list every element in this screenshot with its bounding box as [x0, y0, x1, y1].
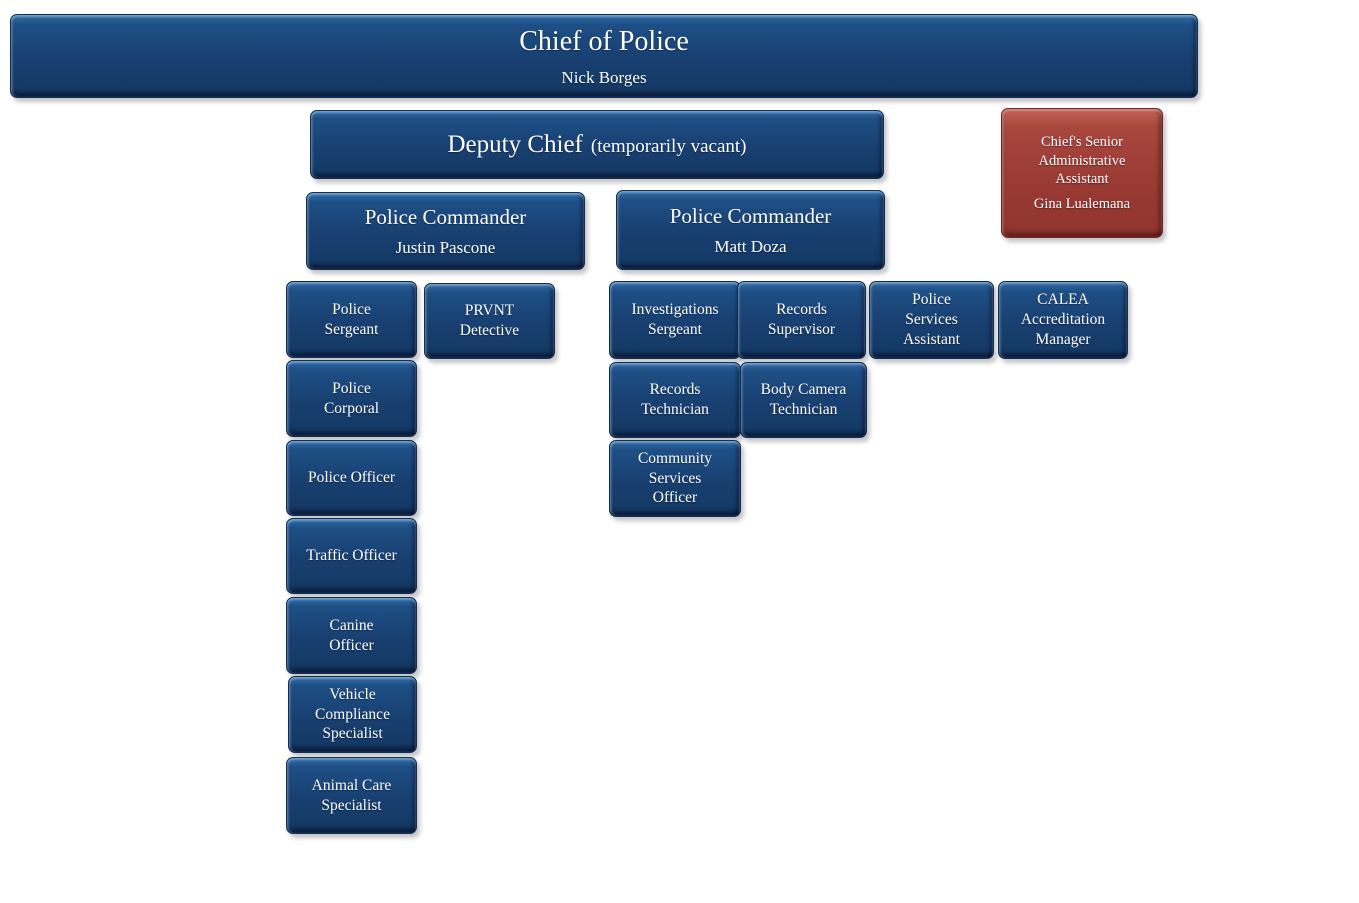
node-animal-care-specialist: Animal Care Specialist: [286, 757, 417, 834]
node-police-commander-doza: Police Commander Matt Doza: [616, 190, 885, 270]
node-police-officer: Police Officer: [286, 440, 417, 516]
node-title: CALEA Accreditation Manager: [1020, 291, 1106, 348]
node-title: Police Commander: [669, 204, 832, 229]
node-traffic-officer: Traffic Officer: [286, 518, 417, 594]
node-investigations-sergeant: Investigations Sergeant: [609, 281, 741, 359]
node-chiefs-senior-administrative-assistant: Chief's Senior Administrative Assistant …: [1001, 108, 1163, 238]
node-title: Chief of Police: [519, 25, 689, 57]
node-title: Body Camera Technician: [760, 381, 847, 418]
node-title: Chief's Senior Administrative Assistant: [1038, 134, 1126, 188]
node-name: Matt Doza: [714, 236, 787, 256]
node-community-services-officer: Community Services Officer: [609, 440, 741, 517]
node-vehicle-compliance-specialist: Vehicle Compliance Specialist: [288, 676, 417, 753]
node-police-corporal: Police Corporal: [286, 360, 417, 437]
node-title: Records Supervisor: [767, 301, 836, 338]
node-title: Deputy Chief: [447, 130, 583, 158]
node-title: Police Services Assistant: [903, 291, 960, 348]
node-title: Vehicle Compliance Specialist: [315, 685, 390, 743]
node-title: Police Officer: [307, 469, 396, 487]
node-title: Police Corporal: [323, 379, 380, 417]
node-police-services-assistant: Police Services Assistant: [869, 281, 994, 359]
node-prvnt-detective: PRVNT Detective: [424, 283, 555, 359]
node-records-supervisor: Records Supervisor: [737, 281, 866, 359]
node-name: Nick Borges: [561, 68, 647, 88]
node-title: Police Commander: [364, 205, 527, 230]
node-title: Community Services Officer: [637, 449, 713, 507]
node-records-technician: Records Technician: [609, 362, 741, 438]
node-title: Traffic Officer: [306, 547, 397, 565]
node-title: Investigations Sergeant: [631, 301, 719, 338]
node-title: Canine Officer: [329, 616, 374, 654]
node-chief-of-police: Chief of Police Nick Borges: [10, 14, 1198, 98]
node-calea-accreditation-manager: CALEA Accreditation Manager: [998, 281, 1128, 359]
node-police-sergeant: Police Sergeant: [286, 281, 417, 358]
node-title: Animal Care Specialist: [311, 776, 392, 814]
node-title: Police Sergeant: [324, 300, 379, 338]
node-name: Justin Pascone: [395, 237, 496, 257]
node-title: PRVNT Detective: [459, 302, 520, 339]
node-canine-officer: Canine Officer: [286, 597, 417, 674]
node-title: Records Technician: [641, 381, 709, 418]
node-name: Gina Lualemana: [1033, 195, 1131, 212]
node-note: (temporarily vacant): [590, 135, 747, 157]
node-police-commander-pascone: Police Commander Justin Pascone: [306, 192, 585, 270]
node-body-camera-technician: Body Camera Technician: [740, 362, 867, 438]
node-deputy-chief: Deputy Chief (temporarily vacant): [310, 110, 884, 179]
